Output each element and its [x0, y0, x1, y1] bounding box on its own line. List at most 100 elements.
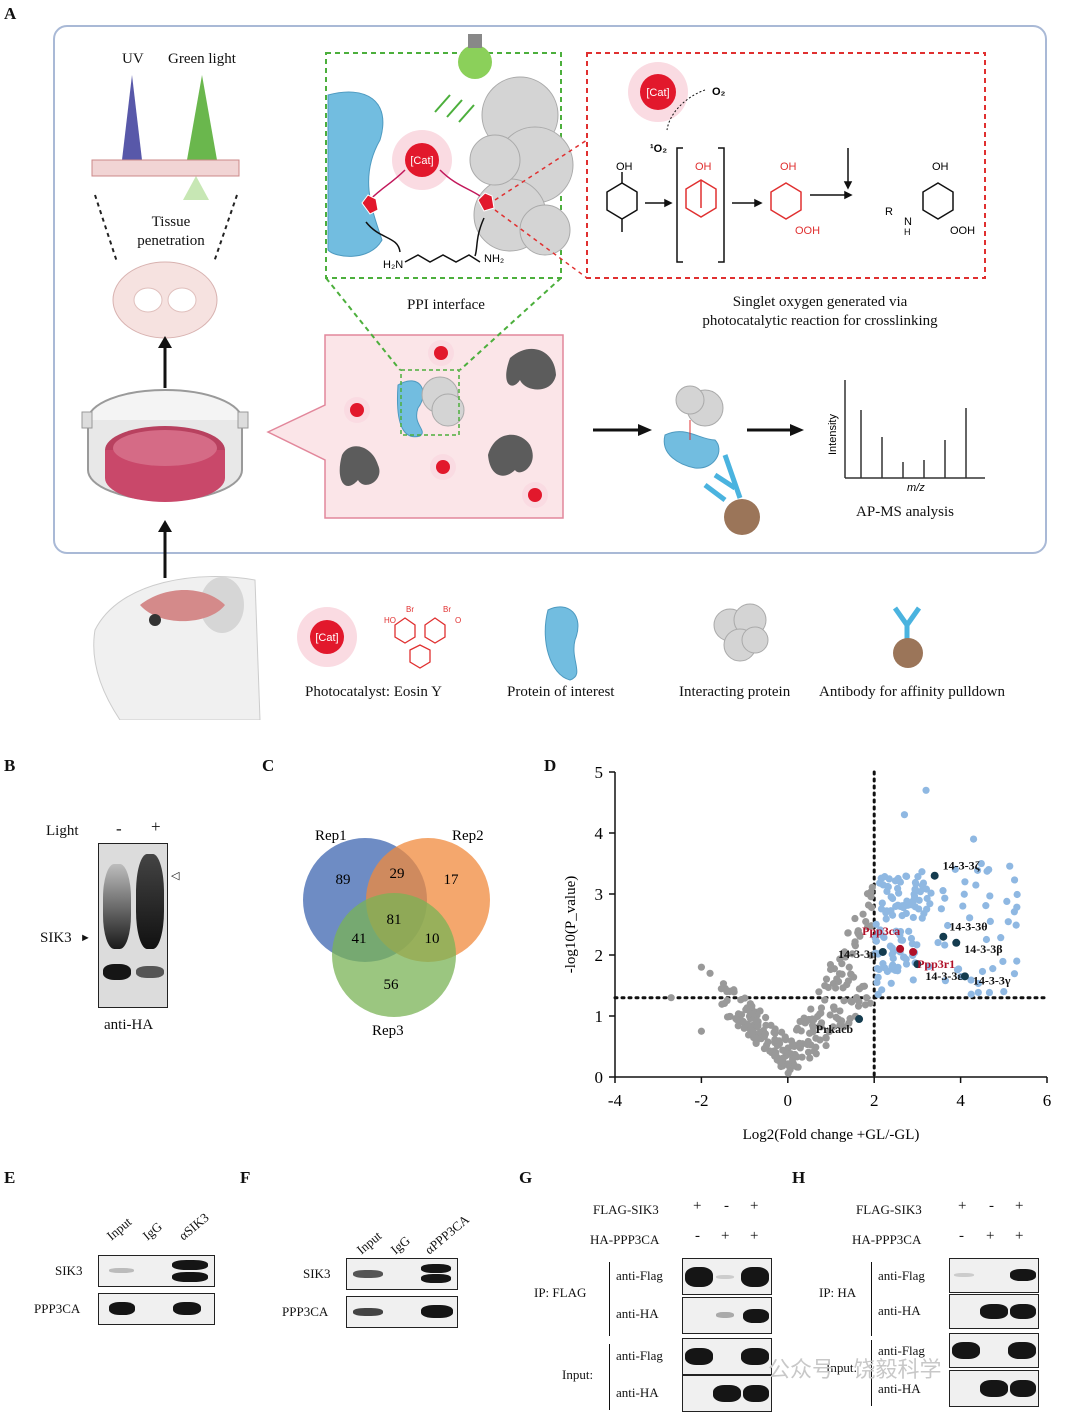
data-point: [849, 973, 858, 981]
data-point: [985, 988, 994, 997]
data-point: [748, 1029, 756, 1037]
blot-h-1: [949, 1258, 1039, 1293]
data-point: [878, 986, 886, 994]
row-sik3-f: SIK3: [303, 1266, 331, 1281]
data-point: [888, 911, 897, 919]
data-point: [826, 1011, 834, 1019]
data-point: [873, 965, 881, 973]
svg-text:17: 17: [444, 872, 460, 888]
data-point: [778, 1057, 786, 1065]
data-point: [863, 890, 872, 898]
h-r1-c2: -: [989, 1198, 994, 1214]
g-anti-flag-1: anti-Flag: [616, 1268, 663, 1283]
data-point: [1010, 876, 1019, 884]
data-point: [719, 980, 728, 988]
data-point: [807, 1005, 815, 1013]
x-tick-label: -2: [694, 1091, 708, 1110]
data-point: [997, 934, 1005, 942]
cell-contents: [339, 340, 556, 508]
h-r1-c1: +: [958, 1198, 967, 1214]
point-label: 14-3-3η: [838, 947, 877, 961]
svg-text:[Cat]: [Cat]: [315, 632, 338, 644]
data-point: [1013, 903, 1021, 911]
highlight-point: [896, 944, 905, 953]
x-tick-label: 6: [1043, 1091, 1052, 1110]
data-point: [835, 970, 844, 978]
data-point: [953, 966, 962, 974]
y-tick-label: 4: [595, 824, 604, 843]
h-r2-c3: +: [1015, 1228, 1024, 1244]
y-tick-label: 3: [595, 885, 604, 904]
uv-beam: [122, 75, 142, 160]
interacting-protein-icon: [713, 603, 769, 662]
data-point: [752, 1039, 760, 1048]
crosslinked-complex: [663, 385, 760, 535]
highlight-point: [913, 960, 922, 969]
svg-text:OOH: OOH: [795, 225, 820, 237]
x-axis-title: Log2(Fold change +GL/-GL): [743, 1127, 920, 1143]
point-label: 14-3-3ε: [925, 969, 962, 983]
svg-text:89: 89: [336, 872, 351, 888]
data-point: [767, 1021, 775, 1029]
data-point: [831, 984, 840, 992]
data-point: [822, 975, 831, 983]
data-point: [851, 914, 859, 923]
data-point: [762, 1021, 770, 1029]
blot-e-sik3: [98, 1255, 215, 1287]
ha-ppp3ca-label-g: HA-PPP3CA: [590, 1232, 660, 1247]
data-point: [873, 978, 881, 987]
legend-antibody: Antibody for affinity pulldown: [819, 684, 1005, 700]
data-point: [720, 999, 729, 1008]
data-point: [1006, 862, 1014, 870]
point-label: Prkacb: [816, 1022, 854, 1036]
data-point: [887, 893, 895, 901]
data-point: [817, 1009, 825, 1017]
blot-b: [98, 843, 168, 1008]
green-light-beam: [187, 75, 217, 160]
point-label: 14-3-3γ: [973, 973, 1011, 987]
svg-text:OH: OH: [695, 161, 712, 173]
flag-sik3-label-g: FLAG-SIK3: [593, 1202, 659, 1217]
data-point: [925, 962, 933, 971]
data-point: [748, 1002, 756, 1010]
arrow-left-open-icon: ◁: [171, 870, 180, 882]
light-bulb: [458, 45, 492, 79]
data-point: [706, 969, 714, 977]
brain-slice: [112, 261, 218, 339]
data-point: [878, 899, 886, 907]
data-point: [939, 887, 947, 895]
h-anti-flag-2: anti-Flag: [878, 1343, 925, 1358]
data-point: [941, 894, 949, 902]
data-point: [973, 866, 982, 874]
ip-flag-label: IP: FLAG: [534, 1285, 587, 1300]
data-point: [1013, 890, 1021, 899]
data-point: [810, 1016, 818, 1024]
data-point: [792, 1026, 801, 1034]
input-label-g: Input:: [562, 1367, 594, 1382]
light-minus: -: [116, 819, 122, 838]
data-point: [804, 1048, 813, 1056]
data-point: [859, 910, 867, 918]
point-label: 14-3-3β: [964, 942, 1002, 956]
data-point: [697, 1027, 705, 1035]
data-point: [913, 941, 921, 949]
singlet-oxygen-label-1: Singlet oxygen generated via: [732, 294, 908, 310]
light-label: Light: [46, 823, 79, 839]
data-point: [909, 913, 917, 922]
data-point: [839, 984, 847, 992]
data-point: [1012, 921, 1020, 929]
data-point: [966, 914, 974, 922]
data-point: [909, 898, 917, 906]
h-r1-c3: +: [1015, 1198, 1024, 1214]
data-point: [746, 1009, 755, 1018]
data-point: [927, 889, 935, 897]
data-point: [969, 835, 978, 843]
svg-text:O₂: O₂: [712, 86, 726, 98]
data-point: [771, 1035, 779, 1044]
data-point: [844, 929, 852, 937]
data-point: [872, 920, 880, 928]
blot-g-2: [682, 1297, 772, 1334]
x-tick-label: 2: [870, 1091, 879, 1110]
panel-label-h: H: [792, 1168, 806, 1187]
legend-photocatalyst: Photocatalyst: Eosin Y: [305, 684, 442, 700]
